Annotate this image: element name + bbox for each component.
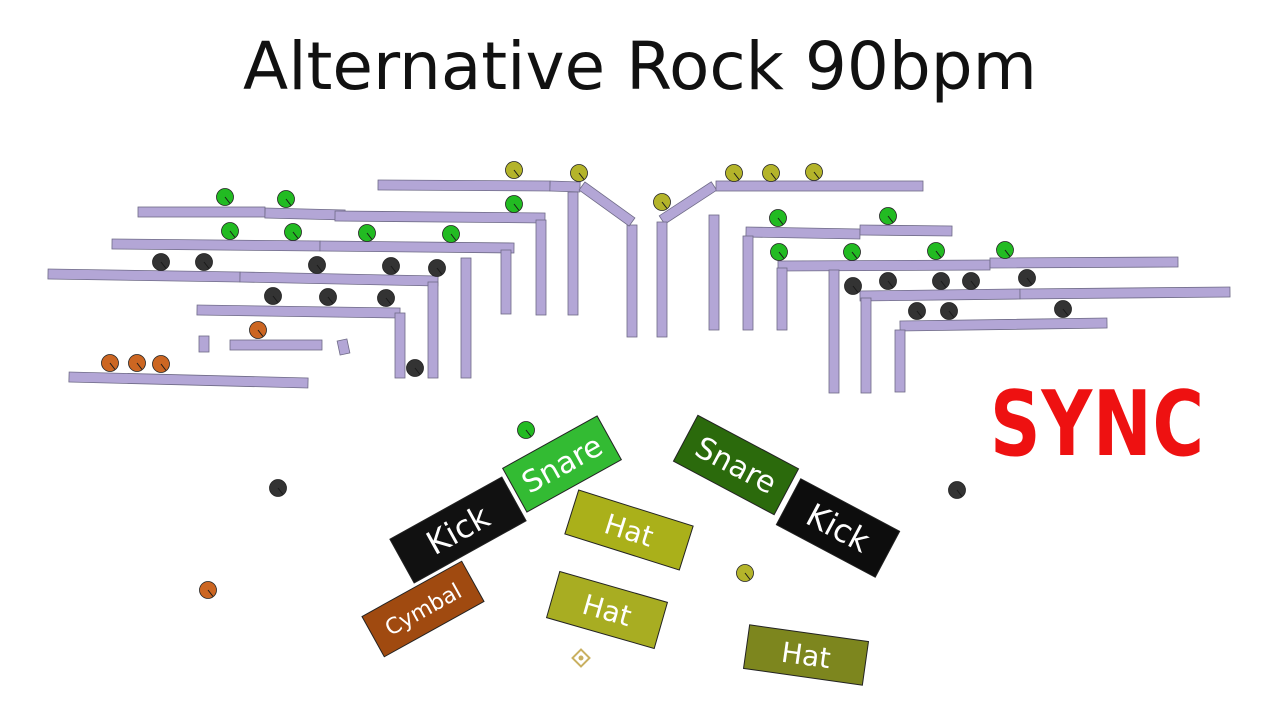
olive-ball [762,164,780,182]
black-ball [308,256,326,274]
rail-segment [715,180,924,192]
olive-ball [570,164,588,182]
orange-ball [128,354,146,372]
rail-segment [745,226,861,240]
instrument-label: Hat [779,636,832,676]
black-ball [319,288,337,306]
rail-segment [656,221,668,338]
rail-segment [111,238,321,252]
rail-segment [859,224,953,237]
rail-segment [894,329,906,393]
green-ball [221,222,239,240]
rail-segment [196,304,401,319]
olive-ball [653,193,671,211]
instrument-block-snare: Snare [672,414,800,516]
green-ball [358,224,376,242]
rail-segment [137,206,266,218]
rail-segment [828,269,840,394]
instrument-block-kick: Kick [775,478,901,578]
black-ball [962,272,980,290]
orange-ball [199,581,217,599]
black-ball [940,302,958,320]
black-ball [406,359,424,377]
olive-ball [736,564,754,582]
black-ball [879,272,897,290]
cursor-icon [571,648,591,668]
rail-segment [68,371,309,389]
rail-track-group [47,179,1231,394]
rail-segment [229,339,323,351]
rail-segment [334,210,546,224]
green-ball [284,223,302,241]
rail-segment [567,191,579,316]
black-ball [932,272,950,290]
rail-segment [859,288,1021,302]
rail-segment [777,259,991,272]
black-ball [844,277,862,295]
rail-segment [578,181,636,227]
black-ball [382,257,400,275]
rail-segment [264,207,346,221]
rail-segment [549,180,581,193]
rail-segment [899,317,1108,332]
orange-ball [249,321,267,339]
rail-segment [47,268,241,283]
instrument-block-hat: Hat [545,570,669,650]
green-ball [770,243,788,261]
green-ball [216,188,234,206]
rail-segment [239,271,439,287]
rail-segment [535,219,547,316]
rail-segment [394,312,406,379]
black-ball [377,289,395,307]
rail-segment [708,214,720,331]
rail-segment [989,256,1179,269]
orange-ball [101,354,119,372]
rail-segment [742,235,754,331]
rail-segment [460,257,472,379]
green-ball [843,243,861,261]
page-title: Alternative Rock 90bpm [243,28,1037,105]
rail-segment [198,335,210,353]
green-ball [996,241,1014,259]
rail-segment [658,181,718,225]
black-ball [428,259,446,277]
rail-segment [319,240,515,254]
green-ball [277,190,295,208]
green-ball [927,242,945,260]
green-ball [769,209,787,227]
black-ball [1018,269,1036,287]
rail-segment [427,281,439,379]
black-ball [1054,300,1072,318]
rail-segment [336,338,351,356]
rail-segment [776,267,788,331]
orange-ball [152,355,170,373]
instrument-block-hat: Hat [564,489,694,571]
instrument-block-hat: Hat [742,624,870,686]
green-ball [505,195,523,213]
olive-ball [725,164,743,182]
rail-segment [860,297,872,394]
black-ball [264,287,282,305]
black-ball [152,253,170,271]
rail-segment [626,224,638,338]
black-ball [269,479,287,497]
rail-segment [1019,286,1231,300]
black-ball [948,481,966,499]
rail-segment [500,249,512,315]
sync-badge: SYNC [990,372,1205,477]
rail-segment [377,179,551,192]
green-ball [879,207,897,225]
olive-ball [505,161,523,179]
black-ball [195,253,213,271]
green-ball [517,421,535,439]
black-ball [908,302,926,320]
ball-group [101,161,1072,599]
olive-ball [805,163,823,181]
green-ball [442,225,460,243]
